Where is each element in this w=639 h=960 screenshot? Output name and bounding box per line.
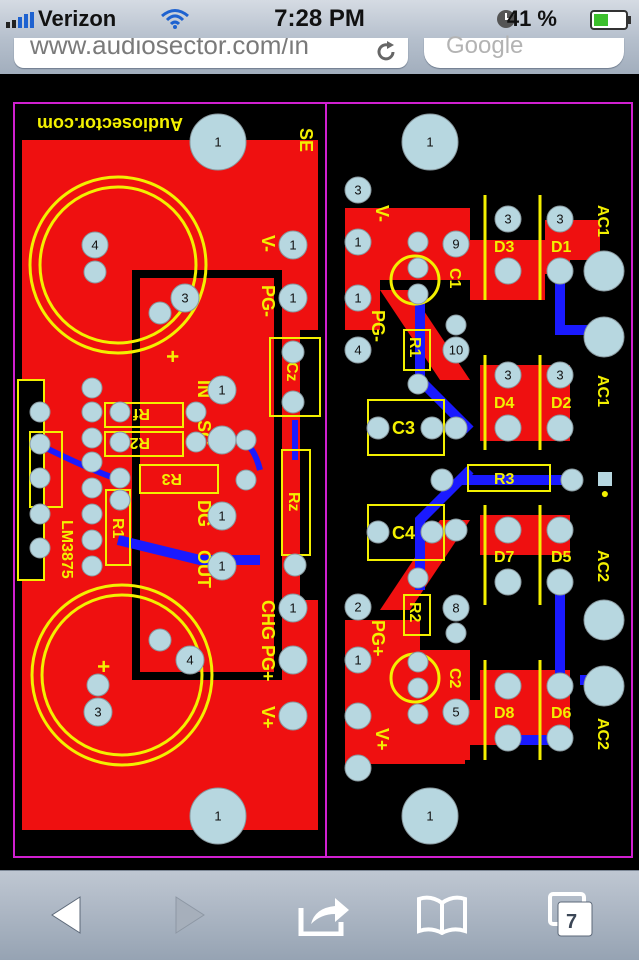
chip-label: LM3875 [58,520,75,579]
label-v-plus: V+ [258,706,278,729]
label-v-minus-right: V- [372,205,392,222]
tabs-count: 7 [566,911,578,933]
url-field[interactable]: www.audiosector.com/in [14,38,408,68]
label-r1-right: R1 [406,337,423,358]
label-pg-plus-right: PG+ [368,620,388,657]
pad-label: 1 [218,559,225,574]
label-v-plus-right: V+ [372,728,392,751]
pad-label: 3 [504,368,511,383]
label-v-minus: V- [258,235,278,252]
pad-label: 3 [504,212,511,227]
forward-arrow-icon [175,896,205,934]
pcb-layout-image: + + Audiosector.com SE LM3875 V- PG- IN … [13,102,633,858]
label-ac1-bottom: AC1 [594,375,611,407]
label-rz: Rz [285,492,302,512]
bookmarks-button[interactable] [412,885,472,945]
label-ac1-top: AC1 [594,205,611,237]
pad-label: 3 [354,183,361,198]
label-r3-right: R3 [494,471,515,488]
pad-label: 1 [289,291,296,306]
url-text: www.audiosector.com/in [30,38,309,60]
forward-button[interactable] [160,885,220,945]
label-c4: C4 [392,523,415,543]
pad-label: 8 [452,601,459,616]
share-icon [298,898,349,936]
svg-text:+: + [160,350,185,363]
label-chg: CHG [258,600,278,640]
pad-label: 1 [426,809,433,824]
pad-label: 3 [181,291,188,306]
label-d7: D7 [494,549,515,566]
pad-label: 4 [354,343,361,358]
pad-label: 1 [289,238,296,253]
label-pg-minus: PG- [258,285,278,317]
pad-label: 1 [214,809,221,824]
pad-label: 1 [289,601,296,616]
label-r2-left: R2 [129,434,150,451]
status-bar: Verizon 7:28 PM 41 % [0,0,639,38]
label-d8: D8 [494,705,515,722]
label-d5: D5 [551,549,572,566]
page-content: + + Audiosector.com SE LM3875 V- PG- IN … [0,74,639,870]
reload-icon[interactable] [374,40,398,64]
pad-label: 4 [91,238,98,253]
label-c1: C1 [446,268,463,289]
address-bar-area: www.audiosector.com/in Google [0,32,639,74]
label-r1-left: R1 [109,518,126,539]
se-label: SE [296,128,316,152]
wifi-icon [161,9,189,29]
svg-text:+: + [91,660,116,673]
browser-toolbar: 7 [0,870,639,960]
pad-label: 3 [94,705,101,720]
clock-icon [497,10,515,28]
pad-label: 1 [354,235,361,250]
label-c2: C2 [446,668,463,689]
search-field[interactable]: Google [424,32,624,68]
signal-icon [6,12,34,28]
svg-text:●: ● [601,485,609,501]
back-button[interactable] [36,885,96,945]
book-icon [417,895,467,935]
pad-label: 9 [452,237,459,252]
pad-label: 1 [426,135,433,150]
board-site-text: Audiosector.com [37,114,183,134]
label-ac2-bottom: AC2 [594,718,611,750]
pad-label: 3 [556,368,563,383]
label-pg-minus-right: PG- [368,310,388,342]
label-d6: D6 [551,705,572,722]
label-out: OUT [194,550,214,588]
search-placeholder: Google [446,32,524,59]
label-pg-plus: PG+ [258,645,278,682]
battery-percent: 41 % [506,6,557,31]
pad-label: 3 [556,212,563,227]
pad-label: 1 [354,291,361,306]
label-r3-left: R3 [161,470,182,487]
label-ac2-top: AC2 [594,550,611,582]
label-d1: D1 [551,239,572,256]
label-rf: Rf [132,405,150,422]
pad-label: 4 [186,653,193,668]
label-r2-right: R2 [406,602,423,623]
status-time: 7:28 PM [274,5,365,32]
label-d4: D4 [494,395,515,412]
carrier-name: Verizon [38,6,117,31]
label-c3: C3 [392,418,415,438]
pad-label: 1 [218,509,225,524]
back-arrow-icon [51,896,81,934]
tabs-icon [548,892,593,937]
label-cz: Cz [283,362,300,382]
pad-label: 1 [214,135,221,150]
battery-icon [590,10,631,30]
label-d2: D2 [551,395,572,412]
pad-label: 2 [354,600,361,615]
pad-label: 1 [354,653,361,668]
share-button[interactable] [294,885,354,945]
tabs-button[interactable]: 7 [540,885,600,945]
pad-label: 5 [452,705,459,720]
label-d3: D3 [494,239,515,256]
pad-label: 10 [449,343,463,358]
pad-label: 1 [218,383,225,398]
